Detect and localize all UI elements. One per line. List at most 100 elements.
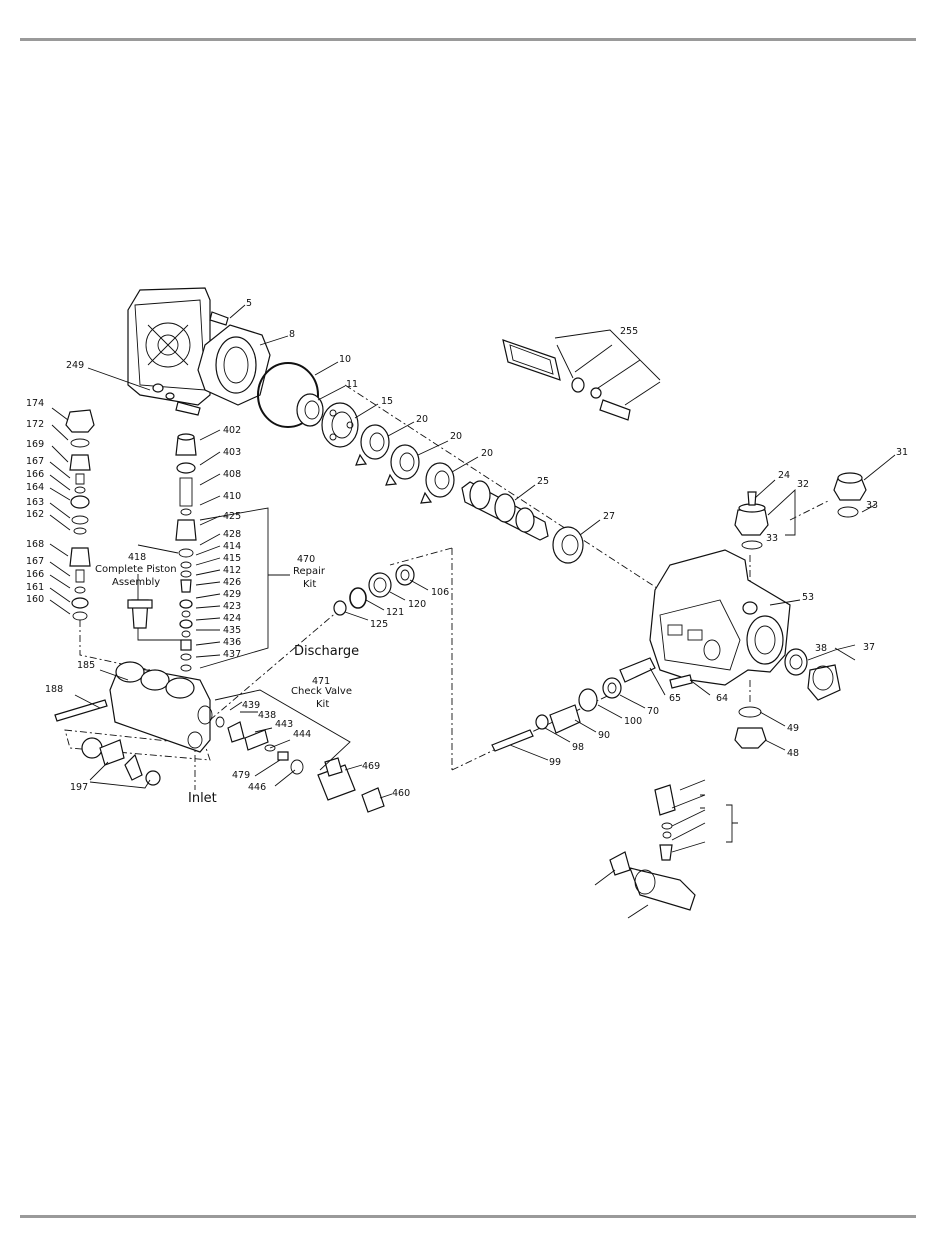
part-labels: 5 8 10 11 15 20 20 20 25 27 24 32 31 33 …	[26, 298, 908, 799]
label-167a: 167	[26, 456, 44, 467]
discharge-seals	[333, 564, 415, 616]
label-418: 418	[128, 552, 146, 563]
label-100: 100	[624, 716, 642, 727]
label-106: 106	[431, 587, 449, 598]
label-31: 31	[896, 447, 908, 458]
label-65: 65	[669, 693, 681, 704]
bearing-27	[552, 526, 584, 564]
check-valve-parts	[215, 716, 304, 775]
complete-piston-assembly	[127, 574, 185, 641]
label-64: 64	[716, 693, 728, 704]
label-437: 437	[223, 649, 241, 660]
label-10: 10	[339, 354, 351, 365]
label-98: 98	[572, 742, 584, 753]
piston-caption-2: Assembly	[112, 577, 160, 588]
label-5: 5	[246, 298, 252, 309]
label-11: 11	[346, 379, 358, 390]
label-48: 48	[787, 748, 799, 759]
plug-31	[833, 472, 867, 518]
label-423: 423	[223, 601, 241, 612]
label-160: 160	[26, 594, 44, 605]
label-99: 99	[549, 757, 561, 768]
label-410: 410	[223, 491, 241, 502]
top-rule	[20, 38, 916, 41]
sight-glass	[784, 648, 841, 701]
label-163: 163	[26, 497, 44, 508]
bearing-flange	[197, 311, 271, 406]
label-169: 169	[26, 439, 44, 450]
label-174: 174	[26, 398, 44, 409]
label-402: 402	[223, 425, 241, 436]
label-33a: 33	[866, 500, 878, 511]
label-426: 426	[223, 577, 241, 588]
label-439: 439	[242, 700, 260, 711]
label-408: 408	[223, 469, 241, 480]
label-415: 415	[223, 553, 241, 564]
repair-caption-1: Repair	[293, 566, 326, 577]
label-166b: 166	[26, 569, 44, 580]
discharge-tee	[317, 757, 385, 813]
seal-kit-255	[502, 339, 631, 421]
label-15: 15	[381, 396, 393, 407]
valve-stack-left	[65, 409, 95, 621]
repair-caption-2: Kit	[303, 579, 316, 590]
oring-10	[257, 362, 319, 428]
oil-cap	[734, 491, 769, 550]
crankshaft	[461, 480, 549, 541]
label-438: 438	[258, 710, 276, 721]
label-20a: 20	[416, 414, 428, 425]
label-125: 125	[370, 619, 388, 630]
label-24: 24	[778, 470, 790, 481]
label-470: 470	[297, 554, 315, 565]
label-188: 188	[45, 684, 63, 695]
label-37: 37	[863, 642, 875, 653]
discharge-label: Discharge	[294, 644, 359, 659]
label-33b: 33	[766, 533, 778, 544]
label-185: 185	[77, 660, 95, 671]
label-49: 49	[787, 723, 799, 734]
label-168: 168	[26, 539, 44, 550]
piston-caption-1: Complete Piston	[95, 564, 177, 575]
label-471: 471	[312, 676, 330, 687]
label-249: 249	[66, 360, 84, 371]
connecting-rods	[355, 424, 455, 504]
label-90: 90	[598, 730, 610, 741]
label-32: 32	[797, 479, 809, 490]
label-164: 164	[26, 482, 44, 493]
label-27: 27	[603, 511, 615, 522]
label-435: 435	[223, 625, 241, 636]
label-70: 70	[647, 706, 659, 717]
label-38: 38	[815, 643, 827, 654]
oring-49	[738, 706, 762, 718]
manifold	[54, 661, 213, 753]
leader-lines	[49, 304, 896, 919]
rear-cover-plate	[127, 287, 211, 416]
check-caption-1: Check Valve	[291, 686, 352, 697]
label-162: 162	[26, 509, 44, 520]
label-166a: 166	[26, 469, 44, 480]
bearing-15	[321, 402, 359, 448]
label-20b: 20	[450, 431, 462, 442]
inlet-fittings	[81, 737, 161, 786]
label-412: 412	[223, 565, 241, 576]
label-161: 161	[26, 582, 44, 593]
label-479: 479	[232, 770, 250, 781]
label-446: 446	[248, 782, 266, 793]
label-424: 424	[223, 613, 241, 624]
label-436: 436	[223, 637, 241, 648]
label-25: 25	[537, 476, 549, 487]
label-172: 172	[26, 419, 44, 430]
label-429: 429	[223, 589, 241, 600]
label-197: 197	[70, 782, 88, 793]
label-53: 53	[802, 592, 814, 603]
label-8: 8	[289, 329, 295, 340]
label-469: 469	[362, 761, 380, 772]
label-460: 460	[392, 788, 410, 799]
unloader-group	[609, 784, 738, 911]
piston-stack	[175, 433, 197, 672]
piston-guide-parts	[491, 657, 693, 752]
label-120: 120	[408, 599, 426, 610]
label-443: 443	[275, 719, 293, 730]
bottom-rule	[20, 1215, 916, 1218]
